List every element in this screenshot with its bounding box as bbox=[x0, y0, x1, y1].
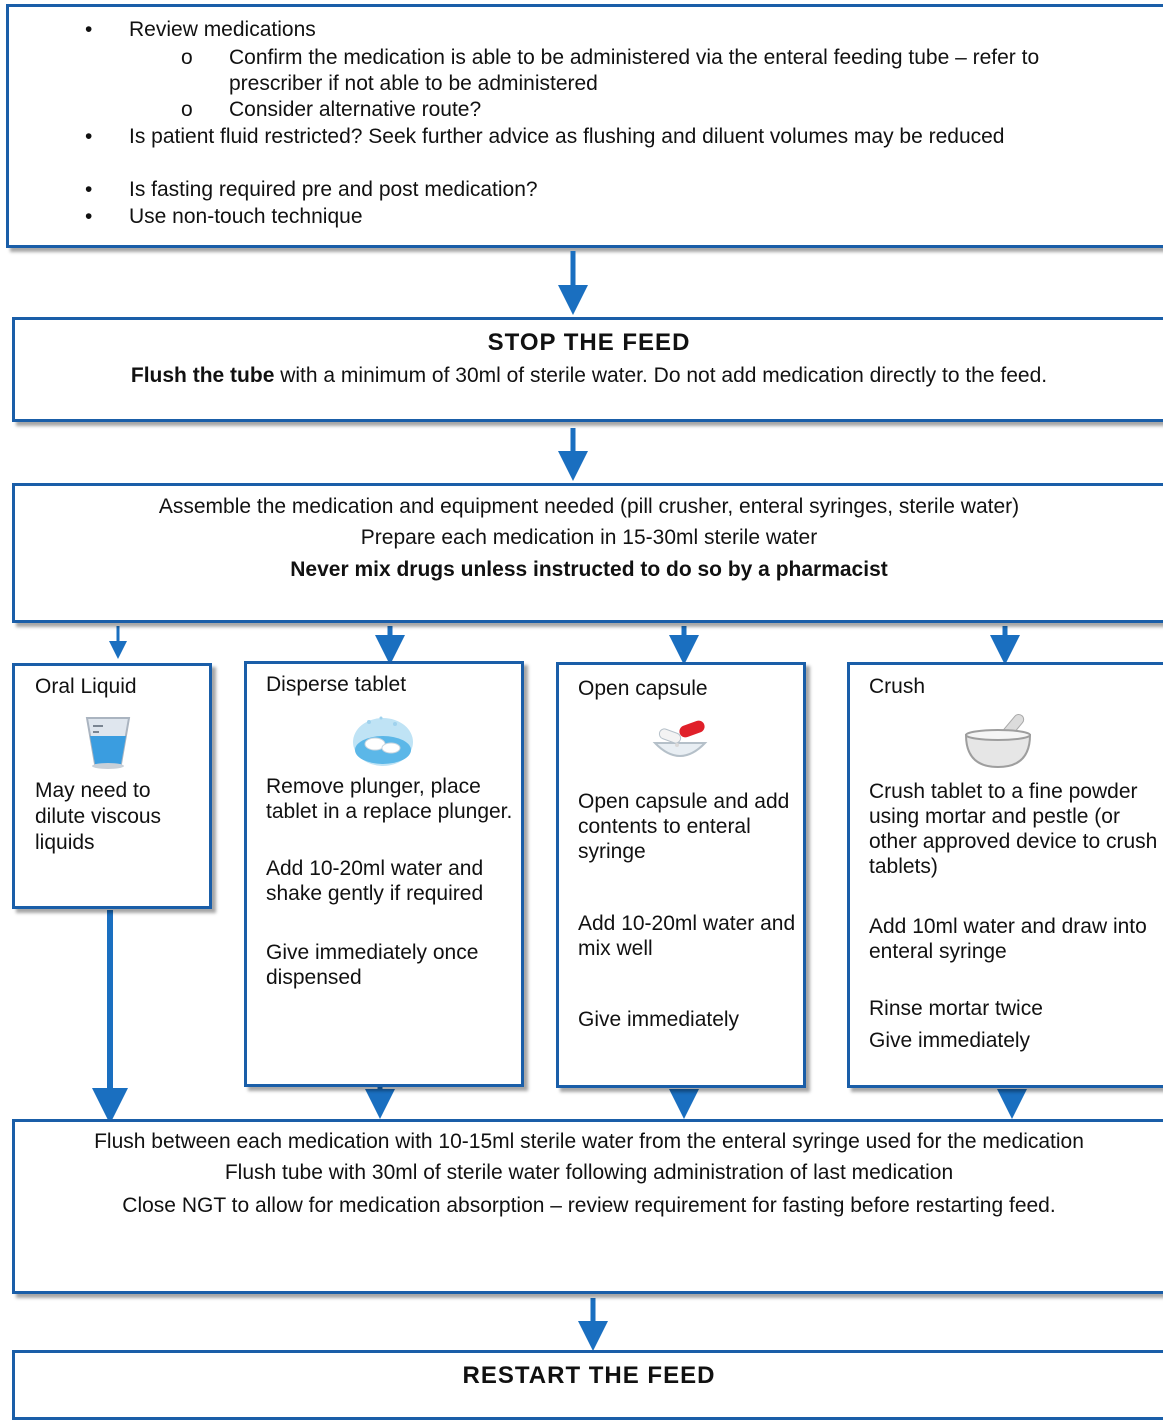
oral-liquid-title: Oral Liquid bbox=[35, 675, 137, 698]
stop-feed-lead: Flush the tube bbox=[130, 364, 275, 387]
restart-feed-box: RESTART THE FEED bbox=[12, 1350, 1163, 1420]
measuring-cup-icon bbox=[85, 717, 131, 769]
review-subitem-2: Consider alternative route? bbox=[229, 98, 482, 121]
crush-title: Crush bbox=[869, 675, 926, 698]
open-capsule-icon bbox=[652, 720, 708, 757]
crush-p3: Rinse mortar twice bbox=[869, 997, 1043, 1020]
sub-bullet-2: o bbox=[181, 98, 193, 121]
review-subitem-1: Confirm the medication is able to be adm… bbox=[229, 46, 1040, 95]
capsule-title: Open capsule bbox=[578, 677, 708, 700]
flush-line-1: Flush between each medication with 10-15… bbox=[94, 1130, 1084, 1153]
dissolving-tablet-icon bbox=[353, 716, 413, 766]
stop-feed-text: Flush the tube with a minimum of 30ml of… bbox=[15, 357, 1163, 388]
capsule-p2: Add 10-20ml water and mix well bbox=[578, 912, 796, 960]
stop-feed-title: STOP THE FEED bbox=[487, 329, 691, 356]
crush-p2: Add 10ml water and draw into enteral syr… bbox=[869, 915, 1147, 963]
review-item-3: Is fasting required pre and post medicat… bbox=[129, 178, 538, 201]
bullet-3: • bbox=[85, 178, 93, 201]
disperse-p2: Add 10-20ml water and shake gently if re… bbox=[266, 857, 484, 905]
bullet-4: • bbox=[85, 205, 93, 228]
assemble-line-2: Prepare each medication in 15-30ml steri… bbox=[360, 526, 818, 549]
review-item-2: Is patient fluid restricted? Seek furthe… bbox=[129, 125, 1005, 148]
review-item-1: Review medications bbox=[129, 18, 316, 41]
stop-feed-rest: with a minimum of 30ml of sterile water.… bbox=[274, 364, 1048, 387]
sub-bullet-1: o bbox=[181, 46, 193, 69]
restart-feed-title: RESTART THE FEED bbox=[462, 1362, 716, 1389]
bullet-2: • bbox=[85, 125, 93, 148]
disperse-p1: Remove plunger, place tablet in a replac… bbox=[266, 775, 513, 823]
capsule-p3: Give immediately bbox=[578, 1008, 740, 1031]
flush-line-2: Flush tube with 30ml of sterile water fo… bbox=[224, 1161, 954, 1184]
oral-liquid-text: May need to dilute viscous liquids bbox=[35, 779, 162, 854]
crush-box: Crush Crush tablet to a fine powder usin… bbox=[847, 662, 1163, 1088]
bullet-1: • bbox=[85, 18, 93, 41]
assemble-box: Assemble the medication and equipment ne… bbox=[12, 483, 1163, 623]
disperse-p3: Give immediately once dispensed bbox=[266, 941, 479, 989]
open-capsule-box: Open capsule Open capsule and add conten… bbox=[556, 662, 806, 1088]
stop-feed-box: STOP THE FEED Flush the tube with a mini… bbox=[12, 317, 1163, 422]
flush-box: Flush between each medication with 10-15… bbox=[12, 1119, 1163, 1294]
mortar-pestle-icon bbox=[964, 714, 1032, 769]
assemble-line-1: Assemble the medication and equipment ne… bbox=[158, 495, 1020, 518]
crush-p1: Crush tablet to a fine powder using mort… bbox=[869, 780, 1158, 878]
flush-line-3: Close NGT to allow for medication absorp… bbox=[122, 1194, 1056, 1217]
capsule-p1: Open capsule and add contents to enteral… bbox=[578, 790, 790, 863]
disperse-tablet-box: Disperse tablet Remove plunger, place ta… bbox=[244, 661, 524, 1087]
oral-liquid-box: Oral Liquid May need to dilute viscous l… bbox=[12, 663, 212, 909]
review-box: • Review medications o Confirm the medic… bbox=[6, 4, 1163, 248]
crush-p4: Give immediately bbox=[869, 1029, 1031, 1052]
disperse-title: Disperse tablet bbox=[266, 673, 407, 696]
review-item-4: Use non-touch technique bbox=[129, 205, 363, 228]
assemble-line-3: Never mix drugs unless instructed to do … bbox=[290, 558, 888, 581]
